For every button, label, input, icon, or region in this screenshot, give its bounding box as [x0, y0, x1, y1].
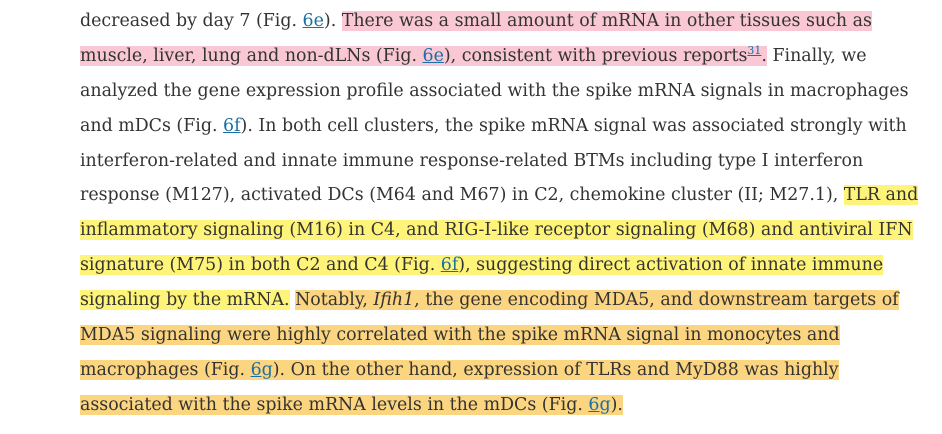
text-run: Finally, we: [766, 45, 867, 66]
orange-highlight: associated with the spike mRNA levels in…: [80, 394, 623, 415]
figure-link[interactable]: 6e: [302, 11, 324, 31]
text-run: , the gene encoding MDA5, and downstream…: [414, 290, 899, 311]
text-run: interferon-related and innate immune res…: [80, 150, 864, 171]
text-run: .: [761, 45, 767, 66]
orange-highlight: Notably, Ifih1, the gene encoding MDA5, …: [295, 290, 899, 311]
figure-link[interactable]: 6g: [588, 394, 611, 415]
text-run: response (M127), activated DCs (M64 and …: [80, 185, 844, 206]
gene-name: Ifih1: [373, 290, 415, 311]
text-run: signature (M75) in both C2 and C4 (Fig.: [80, 255, 441, 276]
article-paragraph: decreased by day 7 (Fig. 6e). There was …: [80, 0, 930, 423]
text-run: Notably,: [295, 290, 374, 311]
text-line: interferon-related and innate immune res…: [80, 144, 930, 179]
figure-link[interactable]: 6f: [223, 115, 241, 136]
yellow-highlight: signature (M75) in both C2 and C4 (Fig. …: [80, 255, 884, 276]
text-run: associated with the spike mRNA levels in…: [80, 394, 589, 415]
orange-highlight: MDA5 signaling were highly correlated wi…: [80, 325, 840, 346]
text-line: signaling by the mRNA. Notably, Ifih1, t…: [80, 283, 930, 318]
text-line: muscle, liver, lung and non-dLNs (Fig. 6…: [80, 39, 930, 74]
text-run: ).: [610, 394, 623, 415]
text-run: ). In both cell clusters, the spike mRNA…: [240, 115, 907, 136]
text-run: decreased by day 7 (Fig.: [80, 11, 303, 31]
text-run: ). On the other hand, expression of TLRs…: [272, 359, 839, 380]
text-run: and mDCs (Fig.: [80, 115, 224, 136]
figure-link[interactable]: 6e: [422, 45, 444, 66]
text-line: analyzed the gene expression profile ass…: [80, 74, 930, 109]
text-run: ).: [323, 11, 342, 31]
figure-link[interactable]: 6g: [250, 359, 273, 380]
yellow-highlight: TLR and: [843, 185, 919, 206]
text-line: response (M127), activated DCs (M64 and …: [80, 178, 930, 213]
text-run: ), suggesting direct activation of innat…: [458, 255, 884, 276]
text-run: ), consistent with previous reports: [443, 45, 748, 66]
text-line: MDA5 signaling were highly correlated wi…: [80, 318, 930, 353]
text-line: macrophages (Fig. 6g). On the other hand…: [80, 353, 930, 388]
figure-link[interactable]: 6f: [440, 255, 459, 276]
text-run: analyzed the gene expression profile ass…: [80, 80, 909, 101]
pink-highlight: muscle, liver, lung and non-dLNs (Fig. 6…: [80, 44, 767, 66]
pink-highlight: There was a small amount of mRNA in othe…: [341, 11, 872, 31]
text-run: macrophages (Fig.: [80, 359, 251, 380]
text-line: associated with the spike mRNA levels in…: [80, 388, 930, 423]
text-line: decreased by day 7 (Fig. 6e). There was …: [80, 4, 930, 39]
text-run: muscle, liver, lung and non-dLNs (Fig.: [80, 45, 423, 66]
text-line: inflammatory signaling (M16) in C4, and …: [80, 213, 930, 248]
yellow-highlight: signaling by the mRNA.: [80, 290, 290, 311]
citation-link[interactable]: 31: [747, 44, 762, 58]
yellow-highlight: inflammatory signaling (M16) in C4, and …: [80, 220, 913, 241]
orange-highlight: macrophages (Fig. 6g). On the other hand…: [80, 359, 839, 380]
text-line: signature (M75) in both C2 and C4 (Fig. …: [80, 248, 930, 283]
text-line: and mDCs (Fig. 6f). In both cell cluster…: [80, 109, 930, 144]
